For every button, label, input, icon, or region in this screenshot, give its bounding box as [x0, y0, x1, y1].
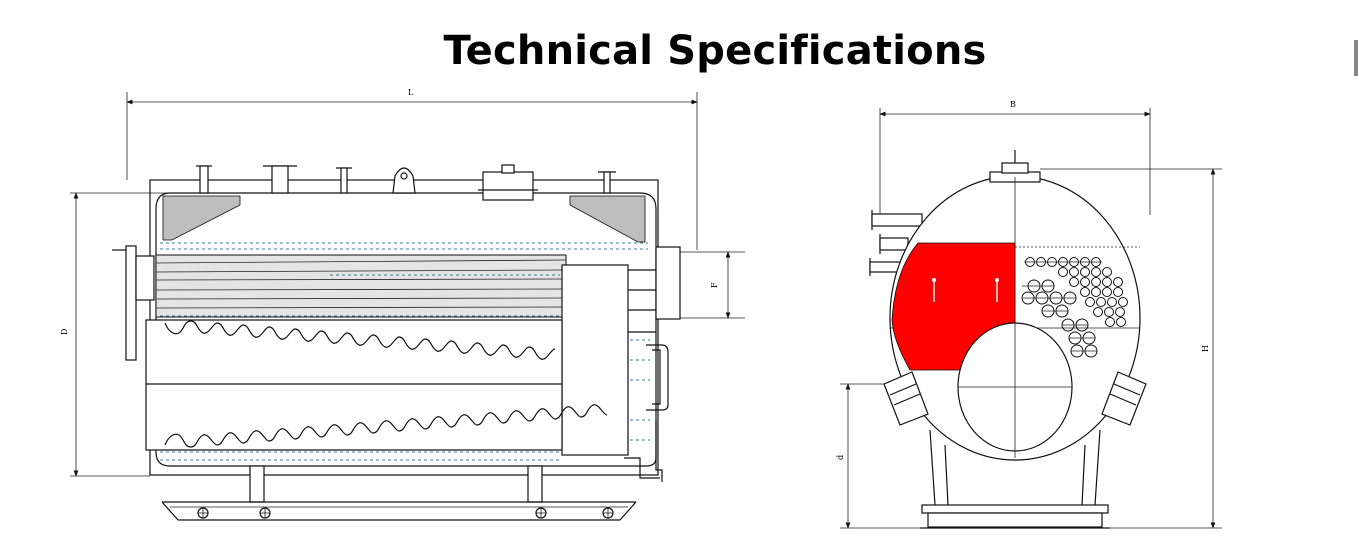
burner-flange: [112, 245, 155, 361]
dimension-width: B: [879, 100, 1151, 215]
dimension-label-d: D: [60, 329, 69, 335]
edge-mark: [1354, 40, 1358, 76]
boiler-side-view: L D F: [60, 88, 745, 521]
front-gusset: [162, 195, 241, 241]
rear-gusset: [569, 195, 646, 243]
front-base: [920, 429, 1110, 529]
dimension-label-f: F: [710, 282, 719, 288]
base-frame: [161, 465, 637, 521]
dimension-height: H: [1040, 168, 1222, 529]
page-title: Technical Specifications: [443, 28, 987, 74]
dimension-length: L: [126, 88, 698, 250]
rear-smoke-box: [561, 264, 629, 456]
dimension-flue: F: [680, 251, 745, 319]
smoke-tube-bundle: [155, 254, 567, 318]
top-nozzles: [196, 164, 616, 201]
dimension-label-b: B: [1010, 100, 1016, 109]
dimension-label-h: H: [1201, 345, 1210, 352]
flue-outlet: [655, 246, 681, 320]
tube-sheet: [1021, 257, 1128, 358]
level-gauge: [646, 344, 669, 411]
dimension-label-l: L: [408, 88, 414, 97]
dimension-label-foot: d: [836, 455, 845, 460]
door-hinges: [883, 371, 1147, 426]
boiler-front-view: B H d: [836, 100, 1222, 529]
